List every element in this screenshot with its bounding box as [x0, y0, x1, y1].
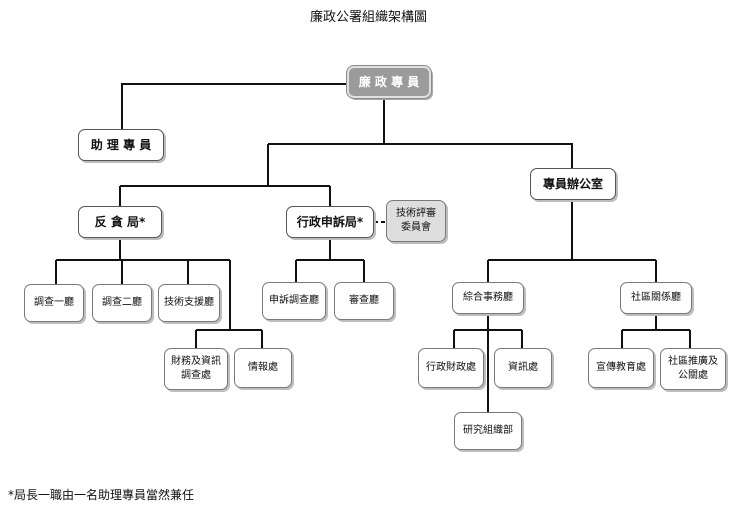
investigation-1-label: 調查一廳 — [34, 297, 74, 308]
tech-support-box: 技術支援廳 — [158, 284, 220, 322]
complaint-investigation-label: 申訴調查廳 — [269, 295, 319, 306]
commissioner-office-label: 專員辦公室 — [542, 177, 603, 191]
research-box: 研究組織部 — [454, 412, 522, 450]
admin-appeals-label: 行政申訴局* — [296, 215, 364, 229]
assistant-commissioner-label: 助 理 專 員 — [90, 138, 152, 152]
community-relations-box: 社區關係廳 — [620, 282, 692, 314]
commissioner-office-box: 專員辦公室 — [530, 168, 616, 200]
information-label: 資訊處 — [508, 362, 538, 373]
intelligence-label: 情報處 — [248, 362, 278, 373]
admin-finance-label: 行政財政處 — [426, 362, 476, 373]
publicity-box: 宣傳教育處 — [588, 348, 654, 388]
community-pr-line1: 社區推廣及 — [668, 356, 718, 367]
general-affairs-box: 綜合事務廳 — [452, 282, 524, 314]
investigation-1-box: 調查一廳 — [24, 284, 84, 322]
anti-corruption-box: 反 貪 局* — [78, 206, 162, 238]
tech-committee-line2: 委員會 — [401, 222, 431, 233]
research-label: 研究組織部 — [463, 425, 513, 436]
finance-line2: 調查處 — [181, 370, 211, 381]
tech-committee-line1: 技術評審 — [396, 208, 436, 219]
chart-title: 廉政公署組織架構圖 — [309, 10, 427, 25]
tech-support-label: 技術支援廳 — [164, 297, 214, 308]
intelligence-box: 情報處 — [234, 348, 292, 388]
review-label: 審查廳 — [349, 295, 379, 306]
admin-finance-box: 行政財政處 — [418, 348, 484, 388]
community-pr-box: 社區推廣及 公關處 — [660, 348, 726, 390]
footnote: *局長一職由一名助理專員當然兼任 — [8, 488, 195, 502]
commissioner-label: 廉 政 專 員 — [358, 75, 420, 89]
assistant-commissioner-box: 助 理 專 員 — [78, 129, 164, 161]
review-box: 審查廳 — [334, 282, 394, 320]
admin-appeals-box: 行政申訴局* — [286, 206, 374, 238]
publicity-label: 宣傳教育處 — [596, 362, 646, 373]
tech-committee-box: 技術評審 委員會 — [386, 200, 446, 242]
community-pr-line2: 公關處 — [678, 370, 708, 381]
anti-corruption-label: 反 貪 局* — [94, 215, 146, 229]
finance-line1: 財務及資訊 — [171, 356, 221, 367]
general-affairs-label: 綜合事務廳 — [463, 292, 513, 303]
information-box: 資訊處 — [494, 348, 552, 388]
complaint-investigation-box: 申訴調查廳 — [262, 282, 326, 320]
investigation-2-label: 調查二廳 — [102, 297, 142, 308]
investigation-2-box: 調查二廳 — [92, 284, 152, 322]
finance-investigation-box: 財務及資訊 調查處 — [164, 348, 228, 390]
commissioner-box: 廉 政 專 員 — [346, 65, 432, 99]
community-relations-label: 社區關係廳 — [631, 292, 681, 303]
